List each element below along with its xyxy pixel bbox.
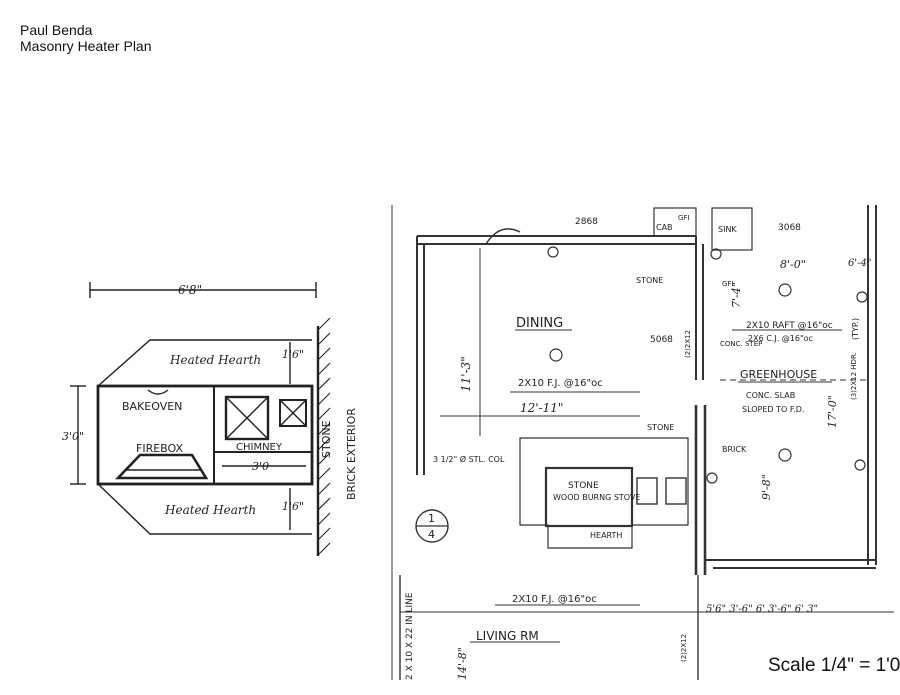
fixture-8 — [854, 459, 866, 471]
conc-slab-label: CONC. SLAB — [746, 391, 795, 400]
detail-number: 1 — [428, 512, 435, 525]
raft-label: 2X10 RAFT @16"oc — [746, 321, 833, 331]
dining-label: DINING — [516, 316, 563, 331]
header: Paul Benda Masonry Heater Plan — [20, 22, 152, 54]
firebox-label: FIREBOX — [136, 442, 183, 455]
wood-stove-label: WOOD BURNG STOVE — [553, 493, 640, 502]
overall-width-label: 6'8" — [178, 283, 202, 297]
joist-label-2: 2X10 F.J. @16"oc — [512, 594, 597, 605]
dining-dim-h: 12'-11" — [520, 401, 563, 415]
bottom-dims: 5'6" 3'-6" 6' 3'-6" 6' 3" — [706, 604, 818, 615]
wood-stove — [544, 466, 634, 528]
door-label-right: 3068 — [778, 223, 801, 233]
sink — [711, 207, 753, 251]
stone-hearth-outline — [519, 437, 689, 549]
fixture-7 — [856, 291, 868, 303]
joist-label-1: 2X10 F.J. @16"oc — [518, 378, 603, 389]
dim-14: 14'-8" — [456, 647, 469, 680]
detail-sheet: 4 — [428, 528, 435, 541]
stone-hearth-label: STONE — [568, 481, 599, 491]
flue-box-2-x2 — [279, 399, 307, 427]
hearth-top-dim-label: 1'6" — [282, 348, 304, 361]
dining-dim-v: 11'-3" — [459, 356, 473, 392]
heater-body — [96, 384, 314, 486]
bakeoven-label: BAKEOVEN — [122, 400, 182, 413]
chimney-dim-label: 3'0 — [252, 460, 269, 473]
cj-label: 2X6 C.J. @16"oc — [748, 334, 813, 343]
fixture-4 — [778, 283, 792, 297]
hearth-bottom-dim-label: 1'6" — [282, 500, 304, 513]
column-note: 3 1/2" Ø STL. COL — [433, 454, 505, 464]
dim-17: 17'-0" — [826, 395, 839, 428]
flue-1 — [636, 477, 658, 505]
stone-note-2: STONE — [647, 423, 674, 432]
sloped-label: SLOPED TO F.D. — [742, 405, 804, 414]
flue-box-2 — [279, 399, 307, 427]
living-room-label: LIVING RM — [476, 629, 539, 643]
brick-note: BRICK — [722, 445, 747, 454]
wall-hatching — [317, 317, 331, 556]
fixture-3 — [710, 248, 722, 260]
brick-exterior-label: BRICK EXTERIOR — [345, 408, 358, 500]
author-name: Paul Benda — [20, 22, 93, 38]
heater-detail — [70, 282, 331, 556]
cab-label: CAB — [656, 223, 673, 232]
drawing-title: Masonry Heater Plan — [20, 38, 152, 54]
fixture-1 — [547, 246, 559, 258]
stone-wall-label: STONE — [320, 420, 333, 458]
gfi-label-2: GFI — [722, 280, 734, 288]
fixture-6 — [706, 472, 718, 484]
hearth-bottom-outline — [97, 483, 312, 535]
bakeoven-arch — [147, 389, 169, 395]
dim-9: 9'-8" — [760, 474, 773, 500]
typ-label: (TYP.) — [851, 318, 860, 340]
chimney-label: CHIMNEY — [236, 442, 283, 453]
door-label-mid: 5068 — [650, 335, 673, 345]
dim-7: 7'-4" — [730, 282, 743, 308]
beam-label-2: (2)2X12 — [680, 634, 688, 662]
floor-plan — [391, 205, 894, 680]
dim-6: 6'-4" — [848, 258, 871, 269]
flue-box-1 — [224, 395, 270, 441]
sink-label: SINK — [718, 225, 737, 234]
hearth-label: HEARTH — [590, 531, 622, 540]
fixture-5 — [778, 448, 792, 462]
door-swing-top — [485, 228, 521, 245]
heated-hearth-bottom-label: Heated Hearth — [164, 503, 256, 517]
door-label-top: 2868 — [575, 217, 598, 227]
fixture-2 — [549, 348, 563, 362]
fixtures — [547, 246, 868, 484]
depth-label: 3'0" — [62, 430, 84, 443]
firebox-shape — [114, 453, 209, 480]
gfi-label-1: GFI — [678, 214, 690, 222]
conc-step-label: CONC. STEP — [720, 340, 762, 348]
flue-2 — [665, 477, 687, 505]
hearth-top-outline — [97, 339, 312, 387]
header-label: (3)2X12 HDR. — [850, 352, 858, 400]
in-line-label: 2 X 10 X 22 IN LINE — [405, 592, 415, 680]
flue-box-1-x2 — [225, 396, 269, 440]
greenhouse-label: GREENHOUSE — [740, 368, 817, 381]
cabinet — [653, 207, 697, 237]
beam-label-1: (2)2X12 — [684, 330, 692, 358]
stone-note-1: STONE — [636, 276, 663, 285]
dim-8: 8'-0" — [780, 258, 806, 271]
scale-note: Scale 1/4" = 1'0 — [768, 655, 900, 676]
heated-hearth-top-label: Heated Hearth — [169, 353, 261, 367]
